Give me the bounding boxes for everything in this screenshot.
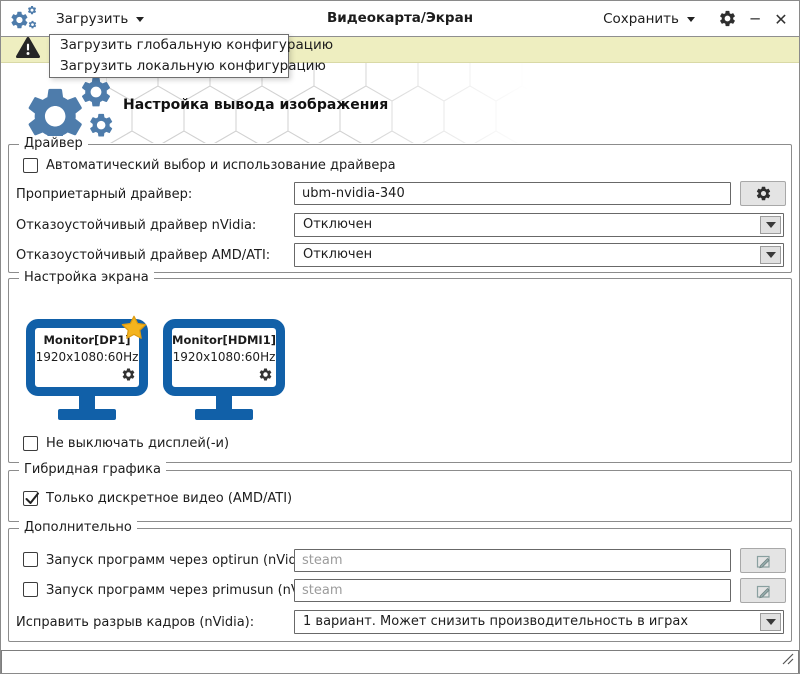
chevron-down-icon xyxy=(136,16,145,22)
proprietary-driver-input[interactable] xyxy=(294,182,731,205)
extra-group: Дополнительно Запуск программ через opti… xyxy=(8,520,792,642)
save-menu-button[interactable]: Сохранить xyxy=(603,9,695,29)
tearing-label: Исправить разрыв кадров (nVidia): xyxy=(16,615,255,630)
primusun-label: Запуск программ через primusun (nVidia): xyxy=(46,583,333,598)
failsafe-amd-select[interactable]: Отключен xyxy=(294,243,784,267)
driver-group: Драйвер Автоматический выбор и использов… xyxy=(8,136,792,273)
monitor-name: Monitor[DP1] xyxy=(43,333,131,347)
optirun-label: Запуск программ через optirun (nVidia): xyxy=(46,553,318,568)
failsafe-nvidia-select[interactable]: Отключен xyxy=(294,213,784,237)
driver-settings-button[interactable] xyxy=(740,181,786,206)
warning-icon xyxy=(15,36,41,63)
load-menu-button[interactable]: Загрузить xyxy=(56,9,145,29)
optirun-edit-button[interactable] xyxy=(740,548,786,573)
driver-legend: Драйвер xyxy=(19,136,88,151)
monitor-mode: 1920x1080:60Hz xyxy=(35,350,139,364)
close-icon[interactable]: ✕ xyxy=(774,9,788,29)
edit-pencil-icon xyxy=(756,585,770,598)
discrete-only-label: Только дискретное видео (AMD/ATI) xyxy=(46,491,293,506)
status-bar xyxy=(1,650,799,673)
discrete-only-checkbox[interactable] xyxy=(23,491,39,506)
combo-arrow-icon[interactable] xyxy=(760,613,781,631)
extra-legend: Дополнительно xyxy=(19,520,137,535)
menu-item-load-global[interactable]: Загрузить глобальную конфигурацию xyxy=(60,37,334,53)
primary-star-icon xyxy=(119,314,149,348)
optirun-checkbox[interactable] xyxy=(23,552,38,567)
failsafe-nvidia-value: Отключен xyxy=(303,217,373,232)
keep-display-on-label: Не выключать дисплей(-и) xyxy=(46,436,230,451)
tearing-select[interactable]: 1 вариант. Может снизить производительно… xyxy=(294,610,784,634)
failsafe-nvidia-label: Отказоустойчивый драйвер nVidia: xyxy=(16,218,257,233)
hybrid-group: Гибридная графика Только дискретное виде… xyxy=(8,462,792,522)
checkmark-icon xyxy=(25,492,39,504)
primusun-checkbox[interactable] xyxy=(23,582,38,597)
edit-pencil-icon xyxy=(756,555,770,568)
window-title: Видеокарта/Экран xyxy=(326,10,474,26)
monitor-gear-icon[interactable] xyxy=(258,367,273,386)
primusun-edit-button[interactable] xyxy=(740,578,786,603)
resize-grip-icon[interactable] xyxy=(781,652,794,669)
auto-driver-checkbox[interactable] xyxy=(23,158,38,173)
proprietary-driver-label: Проприетарный драйвер: xyxy=(16,187,193,202)
monitor-dp1[interactable]: Monitor[DP1] 1920x1080:60Hz xyxy=(26,315,148,420)
titlebar: Загрузить Видеокарта/Экран Сохранить ─ ✕ xyxy=(1,1,799,35)
save-menu-label: Сохранить xyxy=(603,11,679,27)
load-dropdown-menu: Загрузить глобальную конфигурацию Загруз… xyxy=(49,34,334,78)
primusun-input[interactable] xyxy=(294,579,731,602)
optirun-input[interactable] xyxy=(294,549,731,572)
menu-item-load-local[interactable]: Загрузить локальную конфигурацию xyxy=(60,58,326,74)
failsafe-amd-value: Отключен xyxy=(303,247,373,262)
load-menu-label: Загрузить xyxy=(56,11,129,27)
chevron-down-icon xyxy=(687,16,695,22)
monitor-gear-icon[interactable] xyxy=(121,367,136,386)
combo-arrow-icon[interactable] xyxy=(760,246,781,264)
monitor-name: Monitor[HDMI1] xyxy=(172,333,276,347)
tearing-value: 1 вариант. Может снизить производительно… xyxy=(303,614,689,629)
combo-arrow-icon[interactable] xyxy=(760,216,781,234)
auto-driver-label: Автоматический выбор и использование дра… xyxy=(46,158,396,173)
hybrid-legend: Гибридная графика xyxy=(19,462,166,477)
keep-display-on-checkbox[interactable] xyxy=(23,436,38,451)
screen-group: Настройка экрана Monitor[DP1] 1920x1080:… xyxy=(8,270,792,463)
monitor-mode: 1920x1080:60Hz xyxy=(172,350,276,364)
gear-button-icon xyxy=(756,186,770,201)
monitor-hdmi1[interactable]: Monitor[HDMI1] 1920x1080:60Hz xyxy=(163,319,285,420)
minimize-icon[interactable]: ─ xyxy=(750,10,760,28)
screen-legend: Настройка экрана xyxy=(19,270,154,285)
page-title: Настройка вывода изображения xyxy=(123,97,389,113)
settings-gear-icon[interactable] xyxy=(717,9,737,27)
failsafe-amd-label: Отказоустойчивый драйвер AMD/ATI: xyxy=(16,248,271,263)
